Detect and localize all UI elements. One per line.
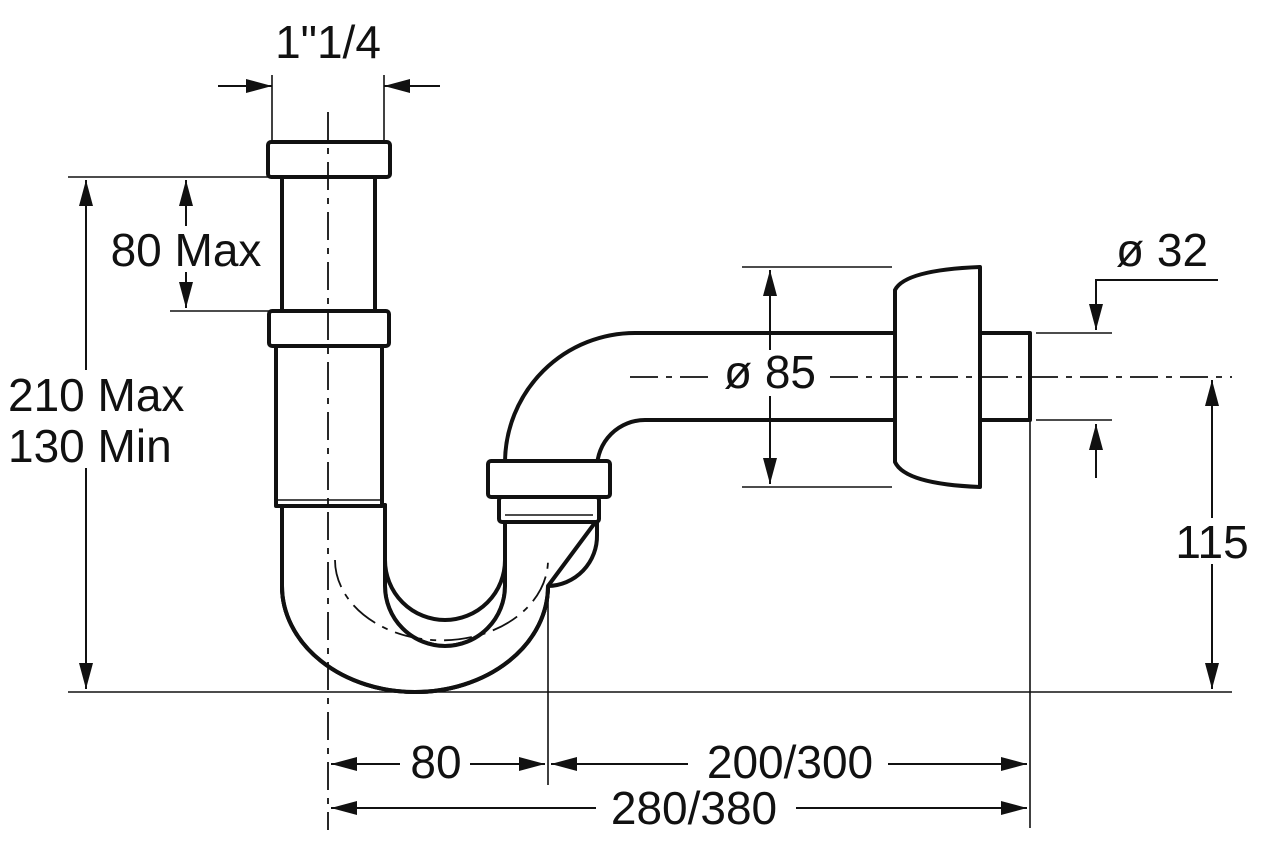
dim-outlet-height: 115 (1168, 380, 1258, 689)
dim-outlet-length: 200/300 (551, 736, 1027, 788)
label-trap-offset: 80 (410, 736, 461, 788)
u-bend-inner (383, 559, 507, 622)
inlet-nut-top (266, 140, 392, 179)
dim-extension: 80 Max (100, 180, 274, 308)
trap-body (266, 140, 1032, 694)
dim-rosette: ø 85 (716, 270, 822, 484)
label-total-length: 280/380 (611, 782, 777, 834)
label-inlet-thread: 1"1/4 (275, 16, 381, 68)
dim-trap-offset: 80 (331, 736, 545, 788)
bend-nut-collar (497, 495, 601, 524)
dim-height: 210 Max 130 Min (6, 180, 210, 689)
label-outlet-height: 115 (1175, 516, 1248, 568)
label-outlet-length: 200/300 (707, 736, 873, 788)
bend-nut (486, 459, 612, 499)
label-extension: 80 Max (111, 224, 262, 276)
u-bend-right-leg (547, 520, 600, 588)
label-height-max: 210 Max (8, 369, 184, 421)
label-outlet-diameter: ø 32 (1116, 224, 1208, 276)
label-rosette-diameter: ø 85 (724, 346, 816, 398)
inlet-tube-lower (274, 344, 384, 508)
outlet-pipe (503, 331, 897, 470)
dim-total-length: 280/380 (331, 782, 1027, 834)
label-height-min: 130 Min (8, 420, 172, 472)
inlet-tube-upper (280, 175, 377, 313)
bend-centerline (334, 559, 549, 642)
dim-outlet-diameter: ø 32 (1089, 224, 1218, 478)
dim-inlet-thread: 1"1/4 (218, 16, 440, 93)
inlet-nut-middle (267, 309, 391, 348)
u-bend-outer (280, 585, 550, 694)
